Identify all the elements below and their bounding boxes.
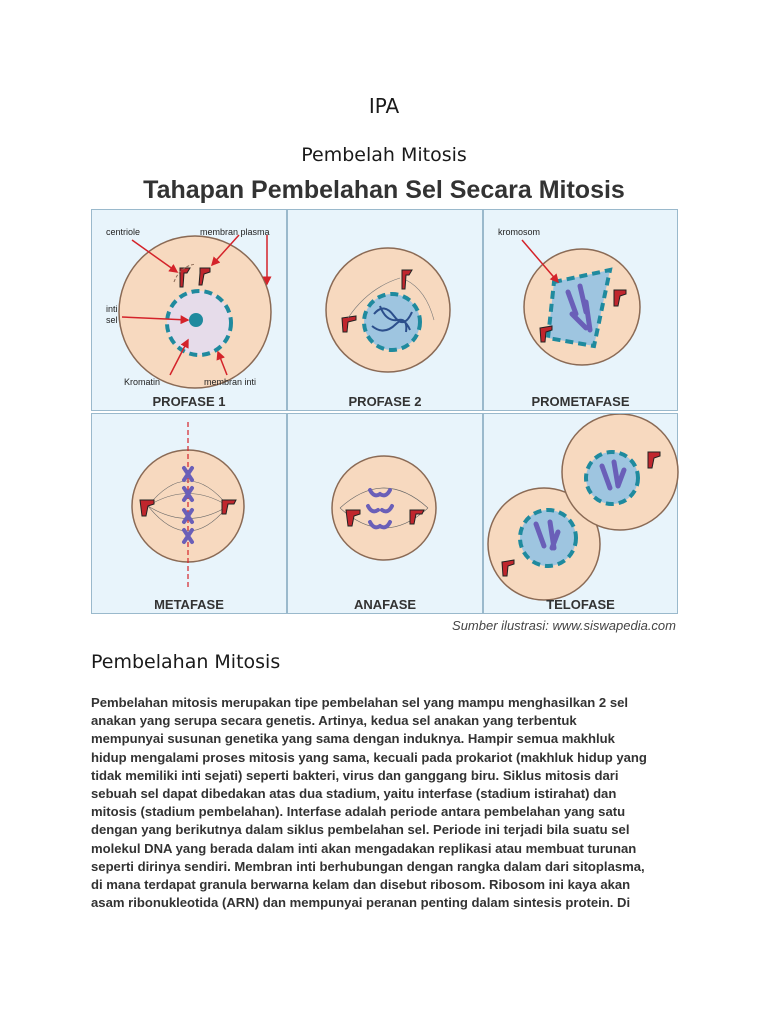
body-line: sebuah sel dapat dibedakan atas dua stad… [91, 786, 617, 802]
body-paragraph: Pembelahan mitosis merupakan tipe pembel… [91, 694, 691, 912]
body-line: mitosis (stadium pembelahan). Interfase … [91, 804, 626, 820]
anafase-illustration [331, 455, 437, 561]
callout-membran-inti: membran inti [204, 377, 257, 387]
panel-label-telofase: TELOFASE [546, 597, 615, 612]
page-title: IPA [368, 94, 400, 118]
panel-profase-2: PROFASE 2 [287, 209, 483, 411]
body-line: di mana terdapat granula berwarna kelam … [91, 877, 631, 893]
panel-label-metafase: METAFASE [154, 597, 224, 612]
callout-inti-sel: inti sel [106, 304, 118, 325]
panel-label-prometafase: PROMETAFASE [531, 394, 630, 409]
callout-membran-plasma: membran plasma [200, 227, 270, 237]
mitosis-figure: centriole membran plasma inti sel Kromat… [91, 209, 679, 614]
body-line: molekul DNA yang berada dalam inti akan … [91, 840, 637, 856]
body-line: asam ribonukleotida (ARN) dan mempunyai … [91, 895, 631, 911]
telofase-illustration [487, 414, 679, 601]
figure-title: Tahapan Pembelahan Sel Secara Mitosis [143, 176, 625, 204]
metafase-illustration [131, 422, 245, 590]
panel-telofase: TELOFASE [483, 413, 679, 614]
body-line: hidup mengalami proses mitosis yang sama… [91, 749, 647, 765]
body-line: seperti dirinya sendiri. Membran inti be… [91, 858, 645, 874]
section-heading: Pembelahan Mitosis [91, 651, 281, 673]
profase-2-illustration [325, 247, 451, 373]
body-line: Pembelahan mitosis merupakan tipe pembel… [91, 695, 629, 710]
panel-anafase: ANAFASE [287, 413, 483, 614]
image-credit: Sumber ilustrasi: www.siswapedia.com [452, 618, 676, 633]
panel-label-profase-1: PROFASE 1 [152, 394, 226, 409]
callout-centriole: centriole [106, 227, 141, 237]
callout-kromosom: kromosom [498, 227, 541, 237]
panel-label-profase-2: PROFASE 2 [348, 394, 422, 409]
body-line: tidak memiliki inti sejati) seperti bakt… [91, 767, 619, 783]
panel-prometafase: kromosom PROMETAFASE [483, 209, 678, 411]
body-line: dengan yang berikutnya dalam siklus pemb… [91, 822, 630, 838]
body-line: mempunyai susunan genetika yang sama den… [91, 731, 615, 747]
callout-kromatin: Kromatin [124, 377, 161, 387]
prometafase-illustration [521, 239, 641, 366]
panel-label-anafase: ANAFASE [353, 597, 417, 612]
body-line: anakan yang serupa secara genetis. Artin… [91, 713, 577, 729]
panel-metafase: METAFASE [91, 413, 287, 614]
panel-profase-1: centriole membran plasma inti sel Kromat… [91, 209, 287, 411]
page-subtitle: Pembelah Mitosis [301, 144, 467, 166]
profase-1-illustration [118, 234, 272, 389]
